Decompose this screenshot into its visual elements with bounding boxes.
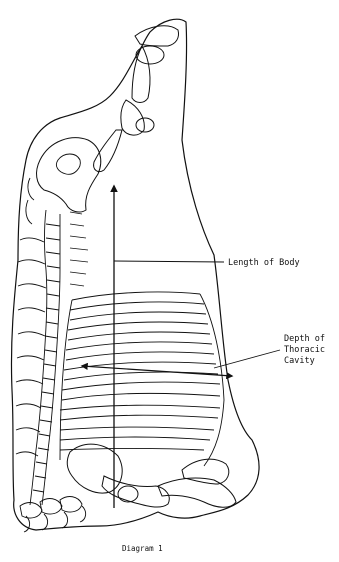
pelvis-socket — [56, 154, 80, 174]
foreleg-bones — [67, 444, 236, 507]
depth-label-line2: Thoracic — [284, 345, 325, 355]
length-of-body-leader — [114, 261, 224, 262]
length-of-body-label: Length of Body — [228, 258, 300, 268]
loin-vertebrae — [70, 212, 88, 286]
depth-label-line1: Depth of — [284, 334, 325, 344]
rib-cage — [60, 292, 224, 466]
diagram-caption: Diagram 1 — [122, 544, 163, 553]
spine — [16, 178, 60, 505]
depth-label-line3: Cavity — [284, 356, 315, 366]
carcass-outline — [11, 19, 259, 530]
pelvis — [37, 138, 101, 212]
